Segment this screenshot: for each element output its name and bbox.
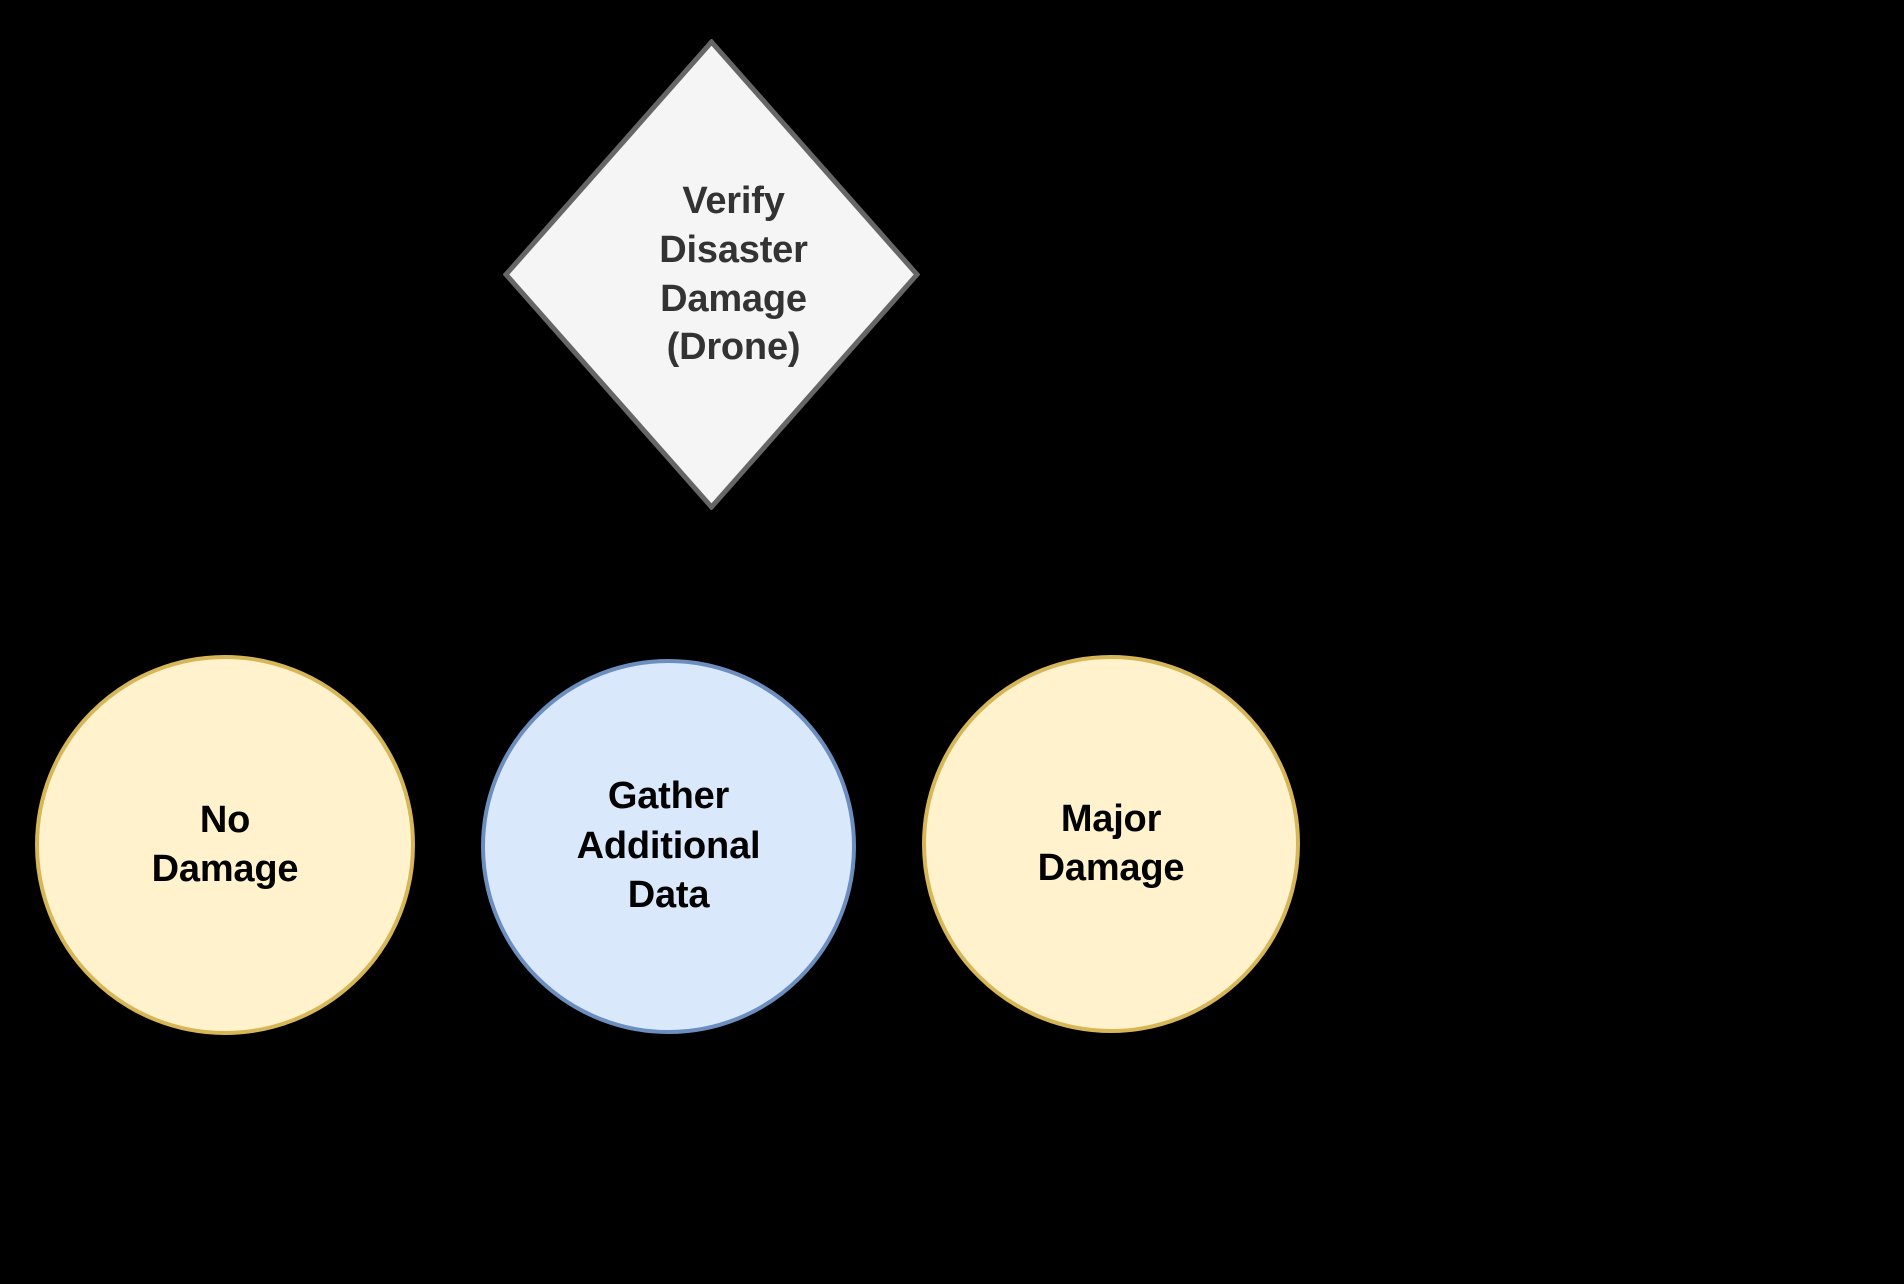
outcome-node-label-gather-additional-data: Gather Additional Data bbox=[576, 775, 761, 917]
decision-node-label: Verify Disaster Damage (Drone) bbox=[659, 180, 808, 369]
outcome-node-label-no-damage: No Damage bbox=[151, 798, 299, 890]
outcome-node-gather-additional-data[interactable]: Gather Additional Data bbox=[481, 659, 856, 1034]
outcome-node-no-damage[interactable]: No Damage bbox=[35, 655, 415, 1035]
outcome-node-major-damage[interactable]: Major Damage bbox=[922, 655, 1300, 1033]
diamond-shape-icon bbox=[503, 39, 920, 510]
decision-node-verify-disaster-damage[interactable]: Verify Disaster Damage (Drone) bbox=[503, 39, 920, 510]
outcome-node-label-major-damage: Major Damage bbox=[1037, 797, 1185, 889]
